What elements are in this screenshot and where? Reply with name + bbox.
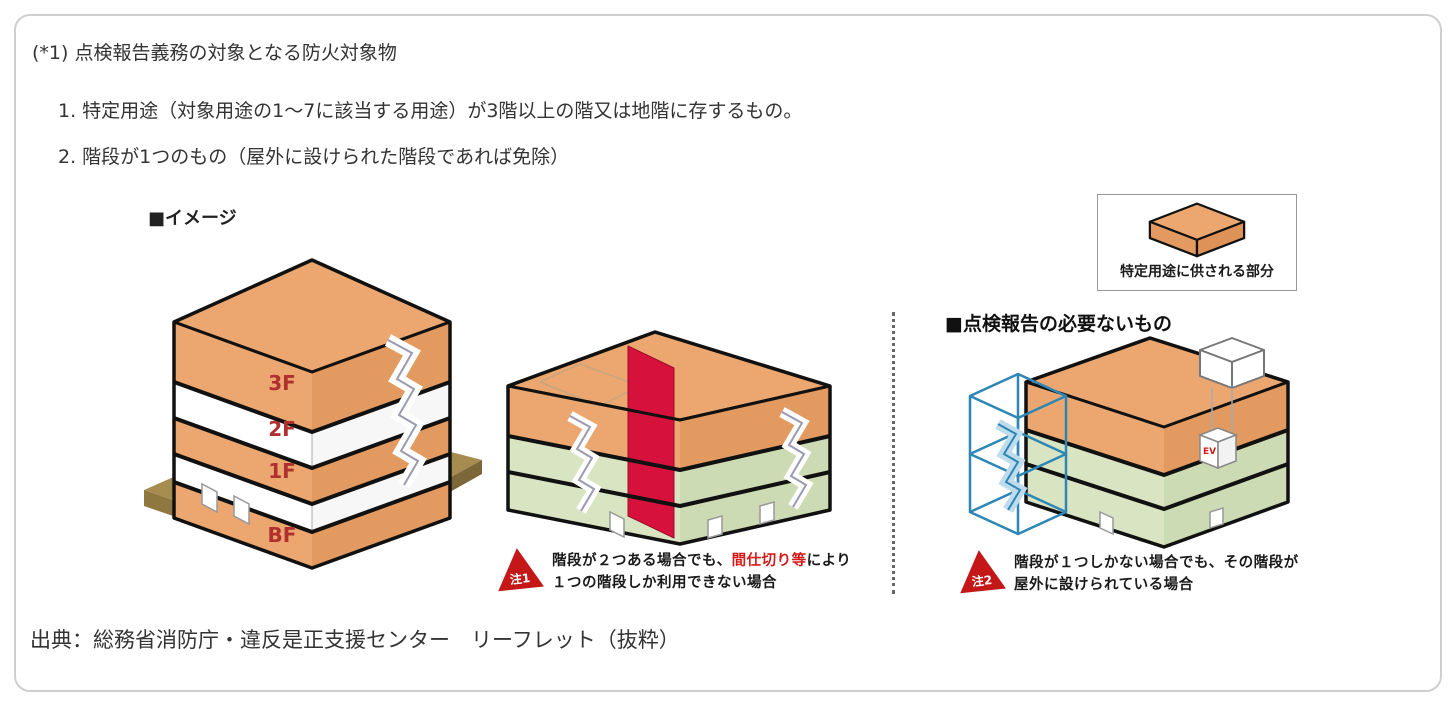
door-icons: [609, 501, 775, 539]
note-1-text: 階段が２つある場合でも、間仕切り等により １つの階段しか利用できない場合: [552, 553, 852, 591]
floor-label-3f: 3F: [268, 371, 296, 395]
interior-stairs-icon: [384, 334, 427, 489]
building-right-body: [1024, 336, 1290, 549]
right-stairs-icon: [779, 407, 814, 510]
floor-label-1f: 1F: [268, 459, 296, 483]
note-2-triangle-icon: 注2: [955, 547, 1006, 595]
ev-label: EV: [1203, 447, 1216, 457]
building-middle-illustration: [506, 330, 832, 546]
partition-wall: [627, 345, 675, 539]
floor-label-2f: 2F: [268, 417, 296, 441]
outdoor-stairs-flights-icon: [995, 419, 1028, 513]
note-1: 注1 階段が２つある場合でも、間仕切り等により １つの階段しか利用できない場合: [493, 545, 852, 594]
floor-label-bf: BF: [268, 523, 297, 547]
condition-item-1: 1. 特定用途（対象用途の1～7に該当する用途）が3階以上の階又は地階に存するも…: [58, 100, 803, 122]
left-stairs-icon: [567, 411, 602, 514]
source-attribution: 出典：総務省消防庁・違反是正支援センター リーフレット（抜粋）: [30, 628, 680, 652]
legend-box: 特定用途に供される部分: [1097, 194, 1297, 291]
note-2-text: 階段が１つしかない場合でも、その階段が 屋外に設けられている場合: [1014, 555, 1299, 593]
condition-item-2: 2. 階段が1つのもの（屋外に設けられた階段であれば免除）: [58, 146, 570, 168]
note-1-triangle-icon: 注1: [493, 545, 544, 593]
building-right-illustration: EV: [968, 336, 1290, 549]
section-divider: [892, 312, 895, 594]
building-left-illustration: 3F 2F 1F BF: [144, 258, 482, 570]
right-section-heading: ■点検報告の必要ないもの: [945, 313, 1172, 335]
note-2: 注2 階段が１つしかない場合でも、その階段が 屋外に設けられている場合: [955, 547, 1299, 596]
legend-label: 特定用途に供される部分: [1120, 264, 1274, 280]
content-card: (*1) 点検報告義務の対象となる防火対象物 1. 特定用途（対象用途の1～7に…: [14, 14, 1442, 692]
elevator-shaft: EV: [1197, 388, 1239, 470]
specified-use-cube-icon: [1148, 202, 1246, 258]
building-middle-body: [506, 330, 832, 546]
rooftop-machine-room-icon: [1199, 337, 1265, 389]
page-title: (*1) 点検報告義務の対象となる防火対象物: [32, 42, 397, 64]
door-icons: [201, 482, 250, 526]
image-section-label: ■イメージ: [148, 208, 237, 229]
door-icons: [1099, 506, 1224, 536]
note-1-highlight: 間仕切り等: [731, 553, 807, 569]
